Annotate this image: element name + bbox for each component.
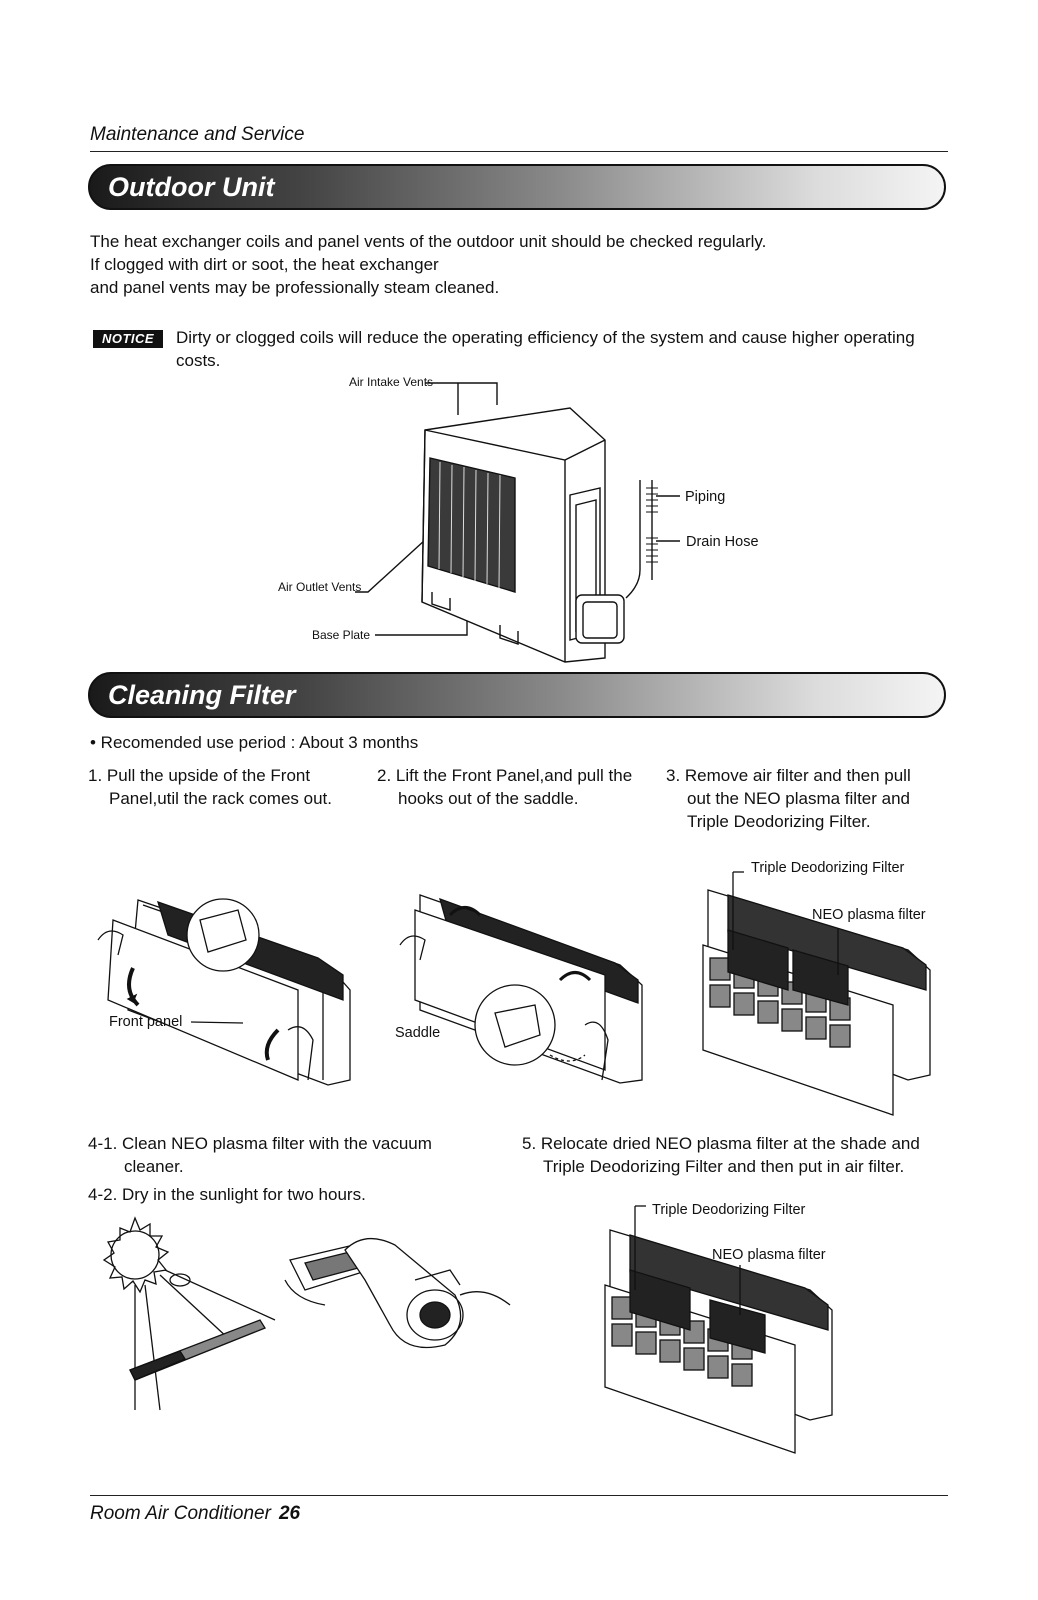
step-2-line: 2. Lift the Front Panel,and pull the <box>377 766 633 785</box>
outdoor-unit-heading-bar: Outdoor Unit <box>88 164 946 210</box>
triple-deodorizing-filter-label-1: Triple Deodorizing Filter <box>751 860 905 876</box>
step-5-illustration <box>604 1205 833 1454</box>
step-5-text: 5. Relocate dried NEO plasma filter at t… <box>522 1132 962 1178</box>
step-1-text: 1. Pull the upside of the Front Panel,ut… <box>88 764 368 810</box>
step-5-line: 5. Relocate dried NEO plasma filter at t… <box>522 1134 920 1153</box>
step-3-line: out the NEO plasma filter and <box>687 789 911 808</box>
piping-label: Piping <box>685 489 726 505</box>
cleaning-filter-heading-bar: Cleaning Filter <box>88 672 946 718</box>
neo-plasma-filter-label-1: NEO plasma filter <box>812 907 926 923</box>
footer-divider <box>90 1495 948 1496</box>
sun-drying-illustration <box>102 1216 276 1411</box>
recommended-period: • Recomended use period : About 3 months <box>90 733 419 752</box>
footer-title: Room Air Conditioner <box>90 1503 271 1524</box>
page-footer: Room Air Conditioner 26 <box>90 1503 300 1525</box>
drain-hose-label: Drain Hose <box>686 534 759 550</box>
step-3-line: Triple Deodorizing Filter. <box>687 812 871 831</box>
outdoor-unit-illustration <box>355 382 680 663</box>
notice-badge: NOTICE <box>93 330 163 348</box>
outdoor-paragraph-line: and panel vents may be professionally st… <box>90 278 500 297</box>
triple-deodorizing-filter-label-2: Triple Deodorizing Filter <box>652 1202 806 1218</box>
step-5-line: Triple Deodorizing Filter and then put i… <box>543 1157 905 1176</box>
step-1-line: 1. Pull the upside of the Front <box>88 766 311 785</box>
cleaning-filter-heading: Cleaning Filter <box>108 680 296 710</box>
step-3-illustration <box>702 871 931 1116</box>
outdoor-paragraph: The heat exchanger coils and panel vents… <box>90 230 950 299</box>
notice-text: Dirty or clogged coils will reduce the o… <box>176 328 915 370</box>
step-3-text: 3. Remove air filter and then pull out t… <box>666 764 956 833</box>
page-number: 26 <box>278 1503 301 1524</box>
base-plate-label: Base Plate <box>312 628 371 642</box>
outdoor-paragraph-line: If clogged with dirt or soot, the heat e… <box>90 255 439 274</box>
saddle-label: Saddle <box>395 1025 441 1041</box>
step-1-line: Panel,util the rack comes out. <box>109 789 333 808</box>
neo-plasma-filter-label-2: NEO plasma filter <box>712 1247 826 1263</box>
step-2-illustration <box>399 894 643 1084</box>
step-2-line: hooks out of the saddle. <box>398 789 579 808</box>
page-header-title: Maintenance and Service <box>90 124 305 145</box>
outdoor-paragraph-line: The heat exchanger coils and panel vents… <box>90 232 767 251</box>
vacuum-cleaning-illustration <box>284 1238 511 1349</box>
header-divider <box>90 151 948 152</box>
front-panel-label: Front panel <box>109 1014 183 1030</box>
step-2-text: 2. Lift the Front Panel,and pull the hoo… <box>377 764 667 810</box>
step-4-1-text: 4-1. Clean NEO plasma filter with the va… <box>88 1132 508 1178</box>
step-4-2-text: 4-2. Dry in the sunlight for two hours. <box>88 1185 366 1204</box>
air-intake-vents-label: Air Intake Vents <box>349 375 434 389</box>
step-3-line: 3. Remove air filter and then pull <box>666 766 911 785</box>
step-4-1-line: cleaner. <box>124 1157 184 1176</box>
step-4-1-line: 4-1. Clean NEO plasma filter with the va… <box>88 1134 432 1153</box>
outdoor-unit-heading: Outdoor Unit <box>108 172 275 202</box>
step-1-illustration <box>97 898 351 1086</box>
air-outlet-vents-label: Air Outlet Vents <box>278 580 362 594</box>
